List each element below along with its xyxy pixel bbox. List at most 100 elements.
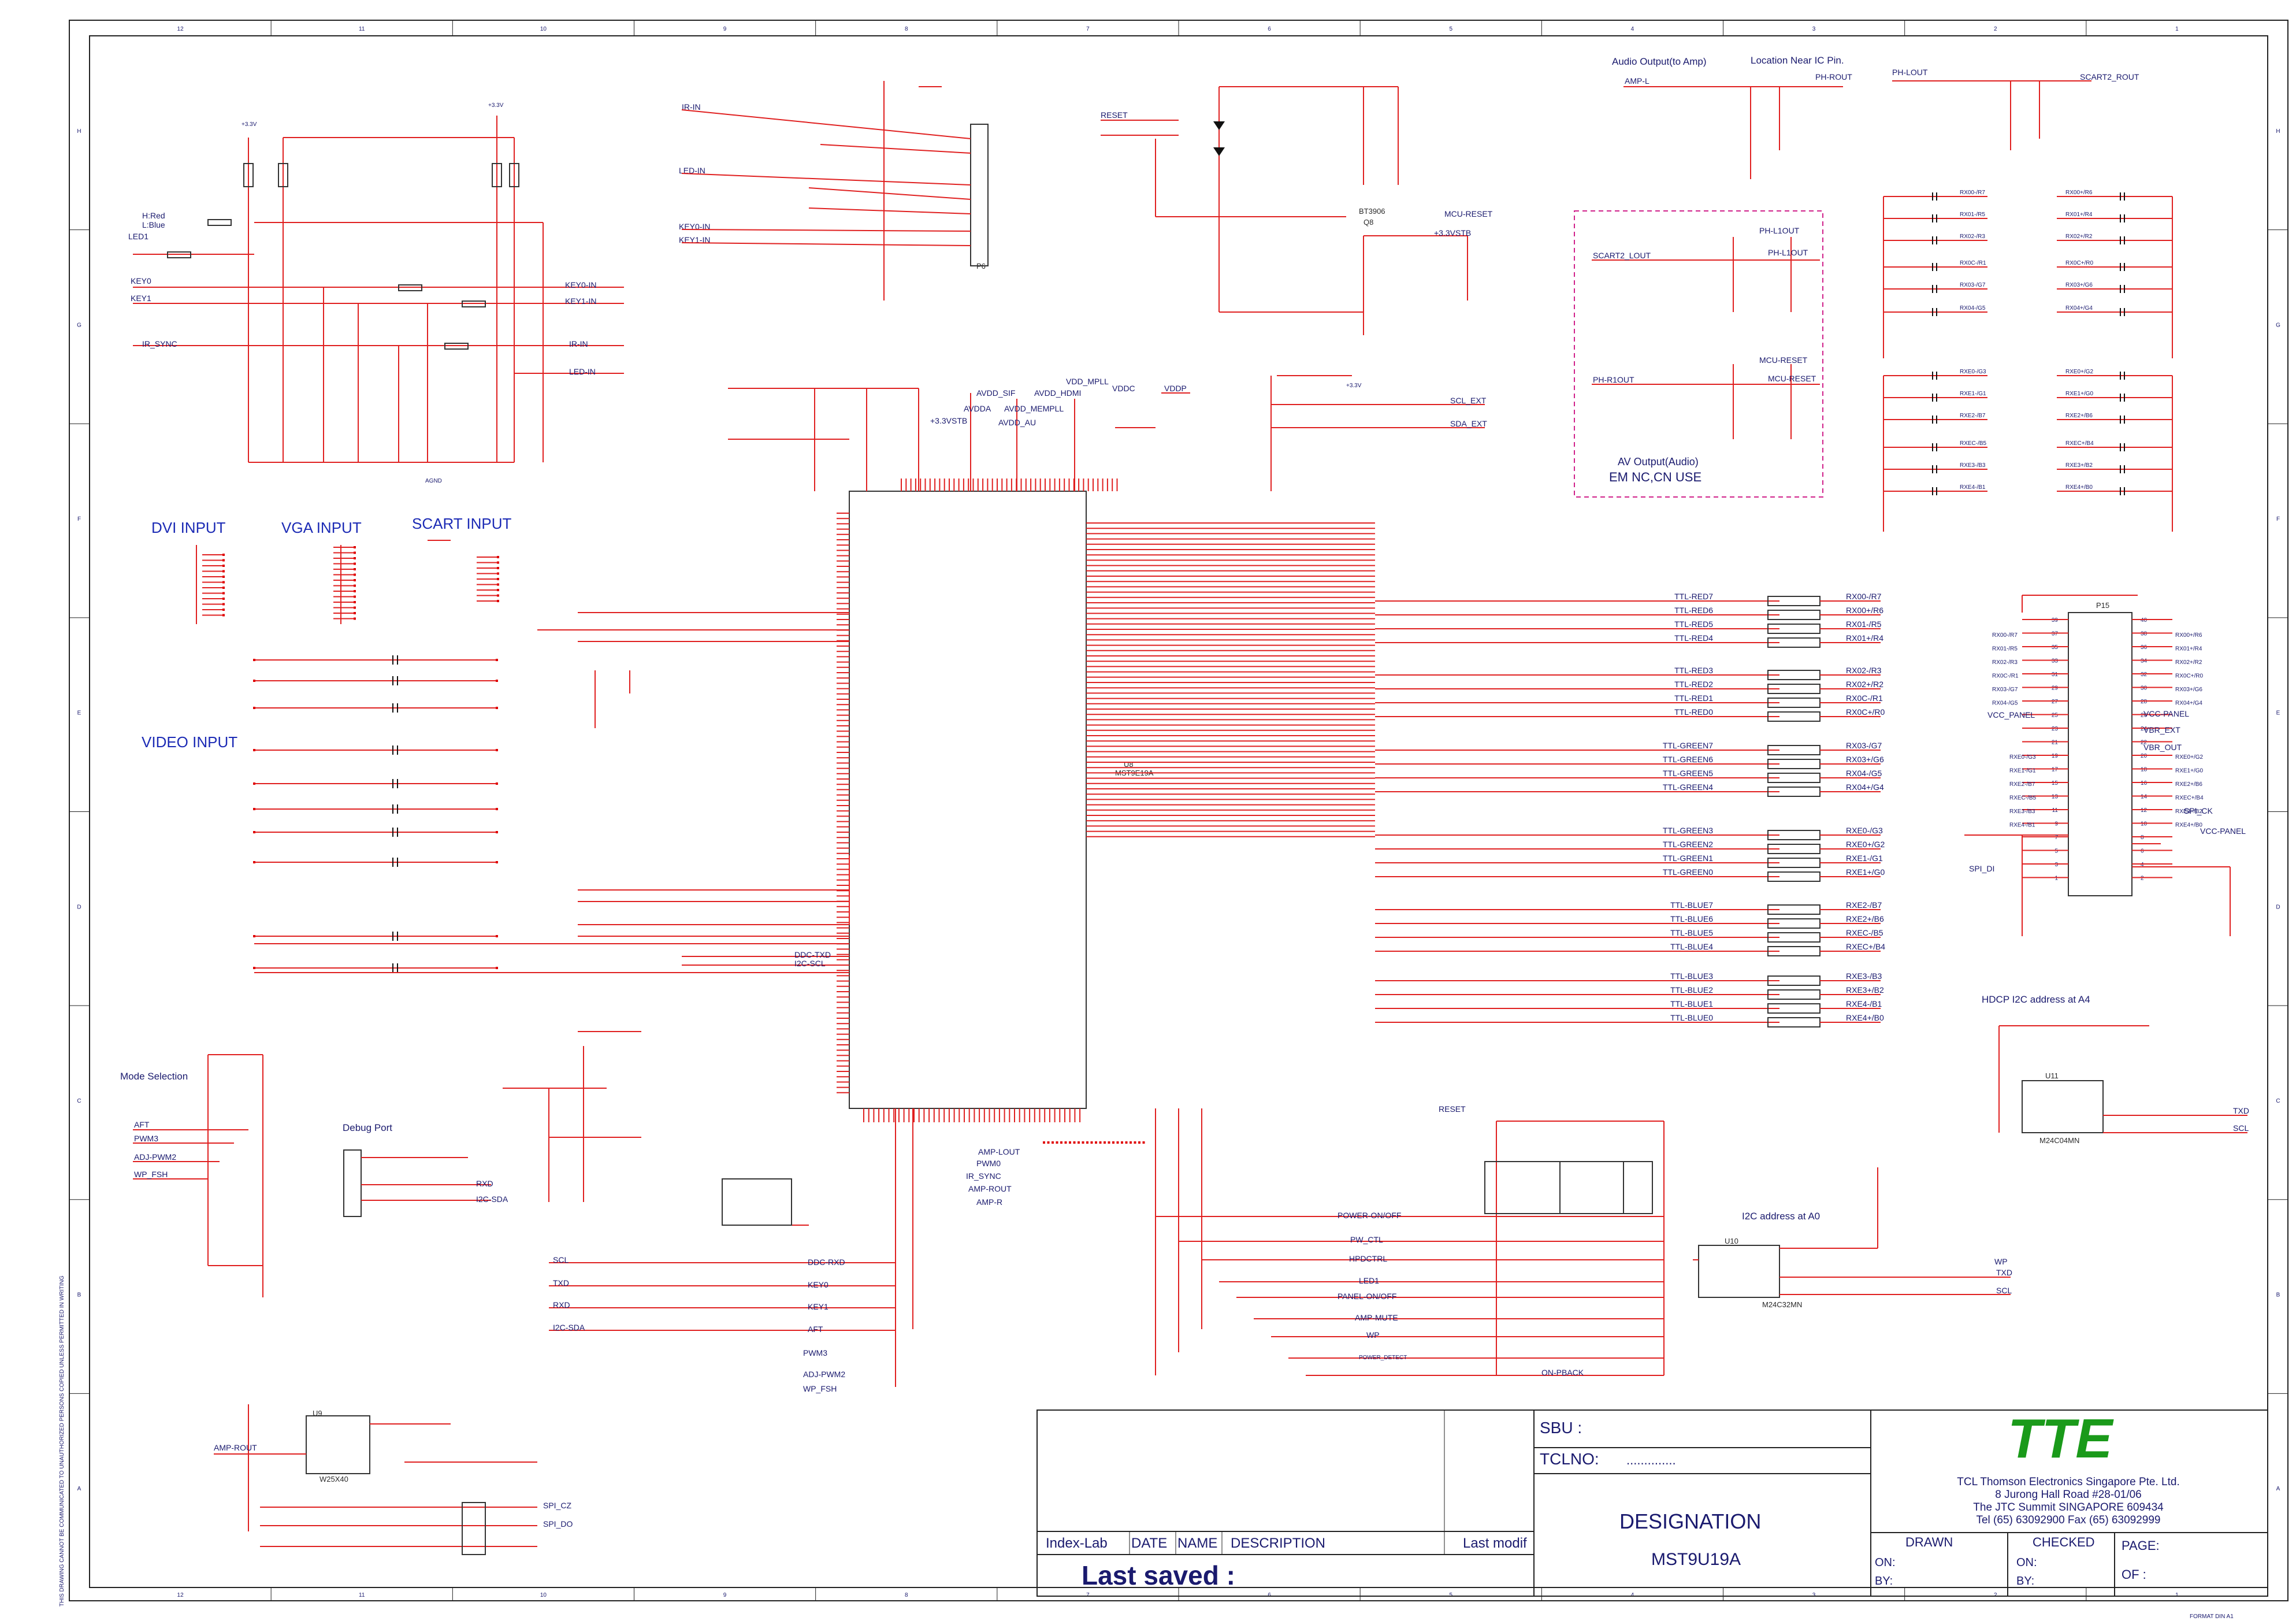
net-3v3stb-b: RESET [1439, 1104, 1466, 1114]
tb-addr2: The JTC Summit SINGAPORE 609434 [1973, 1501, 2164, 1514]
video-pin-left [253, 967, 255, 969]
ttl-net-label: TTL-RED7 [1674, 592, 1713, 601]
p15-pin-number-left: 27 [2052, 699, 2059, 705]
net-h-red: H:Red [142, 211, 165, 220]
tb-drawn: DRAWN [1905, 1535, 1953, 1549]
ttl-bus: TTL-RED7TTL-RED6TTL-RED5TTL-RED4TTL-RED3… [1375, 592, 1881, 1028]
net-vbr-ext: VCC_PANEL [1987, 710, 2035, 719]
bottom-pin-marker [1095, 1141, 1097, 1144]
lvds-cap-label-right: RX01+/R4 [2065, 212, 2093, 218]
input-pin [222, 587, 225, 589]
rx-net-label: RXE2-/B7 [1846, 900, 1882, 910]
video-pin-left [253, 935, 255, 937]
p15-rx-left-2: RXEC-/B5 [2009, 795, 2037, 802]
video-pin-right [496, 808, 498, 810]
bottom-pin-marker [1108, 1141, 1110, 1144]
p15-pin-number-left: 7 [2054, 834, 2058, 841]
ttl-net-label: TTL-GREEN0 [1663, 867, 1713, 877]
p15-rx-right-2: RXE0+/G2 [2175, 754, 2204, 761]
input-pin [222, 592, 225, 595]
main-ic-top-pins [901, 478, 1118, 491]
main-ic-left-pins [837, 513, 849, 1093]
net-avdd-hdmi: AVDD_HDMI [1034, 388, 1081, 398]
i2c-addr-title: I2C address at A0 [1742, 1211, 1820, 1222]
lvds-cap-label-left: RXE2-/B7 [1960, 413, 1986, 419]
video-pin-left [253, 680, 255, 682]
location-near-ic-title: Location Near IC Pin. [1751, 55, 1844, 66]
video-pin-right [496, 680, 498, 682]
rx-net-label: RX02+/R2 [1846, 680, 1883, 689]
p15-pin-number-left: 17 [2052, 767, 2059, 773]
tb-index-lab: Index-Lab [1046, 1535, 1108, 1551]
lvds-cap-label-right: RXE4+/B0 [2065, 484, 2093, 491]
column-number-top: 7 [1086, 26, 1090, 32]
lvds-cap-label-right: RX02+/R2 [2065, 233, 2093, 240]
main-ic-body [849, 491, 1087, 1109]
rx-net-label: RXE4-/B1 [1846, 999, 1882, 1008]
net-ph-r1out-label: PH-L1OUT [1768, 248, 1808, 257]
ttl-net-label: TTL-RED5 [1674, 620, 1713, 629]
input-pin [222, 565, 225, 567]
hdcp-addr-title: HDCP I2C address at A4 [1982, 994, 2090, 1005]
ttl-net-label: TTL-BLUE7 [1670, 900, 1713, 910]
tb-designation: DESIGNATION [1619, 1509, 1761, 1533]
rx-net-label: RX03-/G7 [1846, 741, 1882, 750]
p15-pin-number-left: 29 [2052, 685, 2059, 692]
net-spi-di: SPI_DO [543, 1519, 573, 1529]
p15-rx-left: RX00-/R7 [1992, 632, 2018, 639]
row-letter-right: C [2276, 1098, 2280, 1104]
p15-pin-number-right: 12 [2141, 807, 2148, 814]
net-ir-sync-bottom: AMP-LOUT [978, 1147, 1020, 1156]
bottom-pin-marker [1125, 1141, 1128, 1144]
tb-company: TCL Thomson Electronics Singapore Pte. L… [1957, 1476, 2179, 1488]
rx-net-label: RXEC+/B4 [1846, 942, 1885, 951]
net-wp-fsh-left: ADJ-PWM2 [134, 1152, 176, 1162]
lvds-cap-label-right: RX00+/R6 [2065, 190, 2093, 196]
net-ph-rout-right: SCART2_LOUT [1593, 251, 1651, 260]
input-pin [497, 578, 499, 580]
net-on-pback: ON-PBACK [1541, 1368, 1584, 1377]
p15-pin-number-left: 35 [2052, 644, 2059, 651]
input-pin [354, 579, 356, 581]
lvds-cap-label-right: RXEC+/B4 [2065, 440, 2094, 447]
net-pw-ctl: PW_CTL [1350, 1235, 1383, 1244]
net-sda-ext: SDA_EXT [1450, 419, 1487, 428]
column-number-top: 3 [1812, 26, 1816, 32]
p15-rx-right-2: RXE1+/G0 [2175, 768, 2204, 774]
input-pin [354, 595, 356, 598]
row-letter-right: H [2276, 128, 2280, 135]
net-l-blue: L:Blue [142, 220, 165, 229]
net-3v3stb-a: RESET [1101, 110, 1128, 120]
net-led1-right: LED1 [1359, 1276, 1379, 1285]
column-number-top: 2 [1994, 26, 1997, 32]
net-lvds-sel: VBR_OUT [2143, 743, 2182, 752]
p15-rx-right-2: RXE2+/B6 [2175, 781, 2202, 788]
net-reset-out: +3.3VSTB [1434, 228, 1471, 238]
input-pin [222, 581, 225, 584]
net-vddc: VDDC [1112, 384, 1135, 393]
bottom-pin-marker [1116, 1141, 1119, 1144]
p5-ref: P6 [976, 262, 986, 270]
lvds-cap-label-left: RX00-/R7 [1960, 190, 1985, 196]
net-scl-u10: TXD [1996, 1268, 2012, 1277]
p15-rx-right: RX02+/R2 [2175, 659, 2202, 666]
p15-pin-number-right: 28 [2141, 699, 2148, 705]
net-avdd-mempll: AVDD_MEMPLL [1004, 404, 1064, 413]
p15-rx-left-2: RXE4-/B1 [2009, 822, 2035, 829]
u10-part: M24C32MN [1762, 1300, 1802, 1309]
p15-rx-left-2: RXE2-/B7 [2009, 781, 2035, 788]
p15-pin-number-left: 31 [2052, 672, 2059, 678]
net-ir-sync: IR_SYNC [142, 339, 177, 348]
rx-net-label: RXE0+/G2 [1846, 840, 1885, 849]
column-number-top: 1 [2175, 26, 2179, 32]
video-input-rows [253, 655, 498, 973]
lvds-cap-label-right: RXE0+/G2 [2065, 369, 2094, 375]
tb-of: OF : [2122, 1567, 2146, 1582]
lvds-cap-label-left: RX04-/G5 [1960, 305, 1986, 311]
net-hpdctrl: HPDCTRL [1349, 1254, 1387, 1263]
net-wp-right: WP [1366, 1330, 1380, 1340]
net-led-in-2: LED-IN [569, 367, 596, 376]
net-vbr-out: VCC-PANEL [2143, 709, 2189, 718]
p15-pin-number-right: 24 [2141, 726, 2148, 732]
